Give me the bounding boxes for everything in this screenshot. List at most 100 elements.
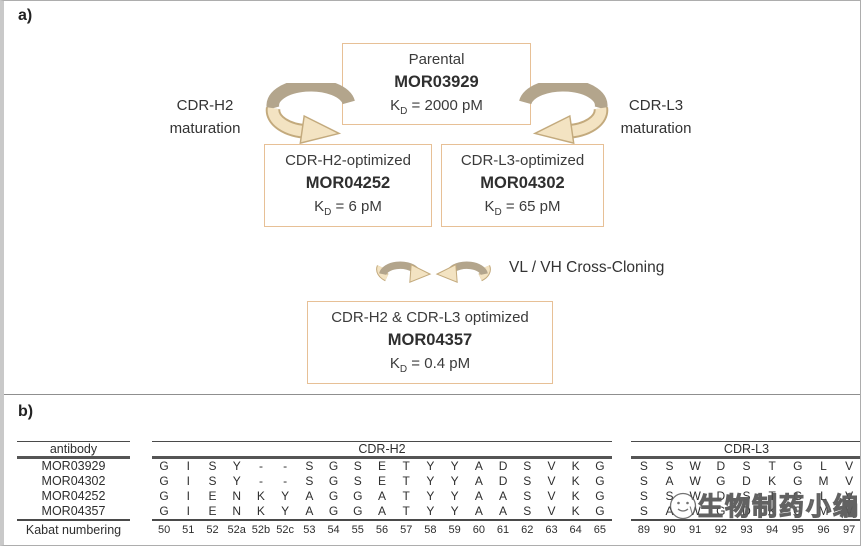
- table-rule: [152, 456, 612, 459]
- residue-cell: E: [208, 488, 217, 503]
- curved-arrow-down-right-icon: [265, 83, 355, 145]
- residue-cell: Y: [450, 503, 459, 518]
- residue-cell: G: [716, 503, 726, 518]
- residue-cell: N: [232, 503, 242, 518]
- residue-cell: G: [328, 488, 339, 503]
- cdrl3-maturation-label: CDR-L3 maturation: [602, 95, 710, 140]
- residue-cell: V: [845, 503, 854, 518]
- residue-cell: S: [305, 473, 314, 488]
- cdrl3-header: CDR-L3: [723, 442, 770, 456]
- residue-cell: Y: [232, 473, 241, 488]
- residue-cell: Y: [281, 488, 290, 503]
- residue-cell: -: [283, 473, 288, 488]
- kabat-number-cell: 65: [593, 523, 606, 536]
- residue-cell: G: [353, 503, 363, 518]
- residue-cell: N: [232, 488, 242, 503]
- residue-cell: G: [159, 503, 169, 518]
- residue-cell: S: [639, 473, 648, 488]
- antibody-name: MOR04252: [305, 174, 391, 193]
- residue-cell: K: [768, 473, 777, 488]
- residue-cell: L: [820, 458, 827, 473]
- table-rule: [631, 441, 860, 442]
- smiley-face-icon: [669, 492, 697, 520]
- kd-value: KD = 0.4 pM: [389, 355, 471, 376]
- residue-cell: G: [595, 503, 605, 518]
- residue-cell: A: [377, 503, 386, 518]
- residue-cell: K: [768, 503, 777, 518]
- residue-cell: S: [523, 473, 532, 488]
- residue-cell: G: [595, 458, 605, 473]
- residue-cell: I: [186, 488, 190, 503]
- residue-cell: G: [159, 488, 169, 503]
- kabat-number-cell: 59: [448, 523, 461, 536]
- kabat-number-cell: 52b: [251, 523, 271, 536]
- residue-cell: G: [793, 458, 803, 473]
- kabat-number-cell: 62: [521, 523, 534, 536]
- kabat-number-cell: 90: [663, 523, 676, 536]
- antibody-name-cell: MOR04252: [41, 488, 106, 503]
- label-line: CDR-L3: [628, 97, 684, 114]
- residue-cell: G: [328, 473, 339, 488]
- cdrh2-maturation-label: CDR-H2 maturation: [144, 95, 266, 140]
- kabat-number-cell: 89: [637, 523, 650, 536]
- kabat-number-cell: 97: [843, 523, 856, 536]
- residue-cell: G: [793, 473, 803, 488]
- kd-value: KD = 2000 pM: [390, 96, 483, 117]
- residue-cell: Y: [426, 503, 435, 518]
- residue-cell: Y: [426, 458, 435, 473]
- panel-divider: [4, 394, 860, 395]
- kabat-number-cell: 94: [766, 523, 779, 536]
- residue-cell: I: [186, 473, 190, 488]
- residue-cell: V: [547, 458, 556, 473]
- table-rule: [631, 518, 860, 521]
- residue-cell: G: [159, 458, 169, 473]
- watermark-text: 生物制药小编: [697, 492, 861, 521]
- residue-cell: S: [305, 458, 314, 473]
- residue-cell: Y: [281, 503, 290, 518]
- antibody-name: MOR04302: [480, 174, 565, 193]
- residue-cell: K: [571, 503, 580, 518]
- kabat-number-cell: 52a: [227, 523, 246, 536]
- residue-cell: E: [377, 473, 386, 488]
- residue-cell: G: [353, 488, 363, 503]
- final-optimized-box: CDR-H2 & CDR-L3 optimized MOR04357 KD = …: [307, 301, 553, 384]
- residue-cell: K: [256, 488, 265, 503]
- residue-cell: G: [595, 473, 605, 488]
- residue-cell: S: [639, 503, 648, 518]
- residue-cell: A: [377, 488, 386, 503]
- residue-cell: M: [818, 473, 829, 488]
- residue-cell: W: [689, 488, 701, 503]
- curved-arrow-down-left-icon: [519, 83, 609, 145]
- kabat-number-cell: 92: [714, 523, 727, 536]
- residue-cell: A: [474, 488, 483, 503]
- kabat-number-cell: 56: [375, 523, 389, 536]
- residue-cell: G: [793, 488, 803, 503]
- residue-cell: -: [258, 458, 263, 473]
- residue-cell: W: [689, 473, 701, 488]
- residue-cell: -: [283, 458, 288, 473]
- kabat-number-cell: 52c: [276, 523, 295, 536]
- cross-cloning-label: VL / VH Cross-Cloning: [509, 259, 665, 276]
- residue-cell: Y: [426, 488, 435, 503]
- residue-cell: S: [353, 473, 362, 488]
- residue-cell: S: [523, 503, 532, 518]
- kabat-number-cell: 91: [689, 523, 702, 536]
- residue-cell: S: [665, 458, 674, 473]
- kabat-number-cell: 54: [327, 523, 340, 536]
- residue-cell: S: [208, 458, 217, 473]
- kabat-number-cell: 95: [791, 523, 804, 536]
- label-line: maturation: [620, 119, 692, 137]
- residue-cell: Y: [232, 458, 241, 473]
- residue-cell: G: [328, 458, 339, 473]
- residue-cell: A: [499, 503, 508, 518]
- kabat-number-cell: 55: [351, 523, 364, 536]
- kabat-number-cell: 51: [182, 523, 195, 536]
- box-title: CDR-L3-optimized: [460, 152, 585, 170]
